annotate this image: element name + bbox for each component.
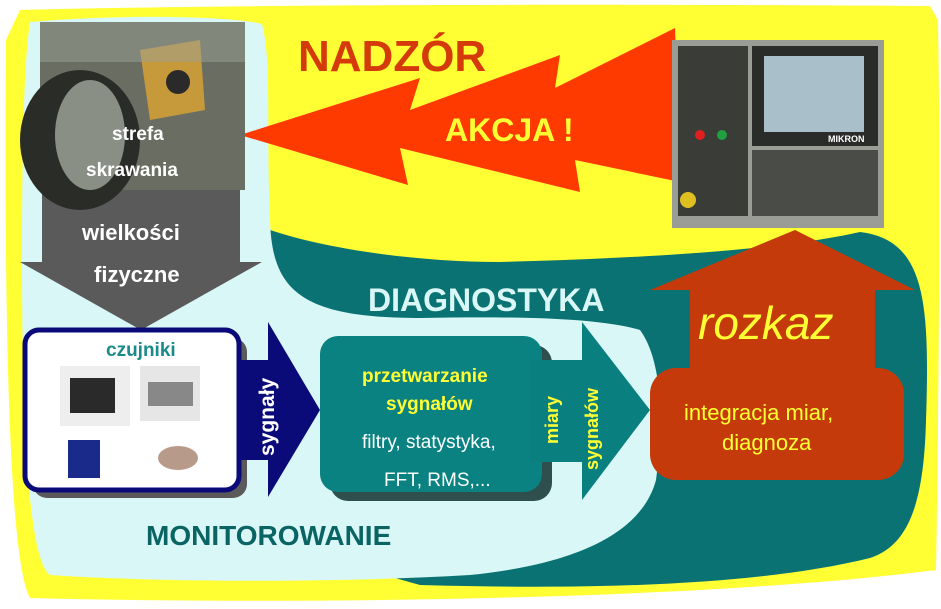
panel-keyboard: [752, 150, 878, 216]
sensor-3-body: [68, 440, 100, 478]
wielkosci-label-line1: wielkości: [82, 220, 180, 245]
panel-screen: [764, 56, 864, 132]
przetwarzanie-label-line2: sygnałów: [386, 394, 473, 415]
processing-box: [320, 336, 542, 492]
integracja-label-line1: integracja miar,: [684, 400, 834, 425]
mikron-logo: MIKRON: [828, 134, 865, 144]
rozkaz-arrow: [650, 230, 915, 400]
miary-label-line2: sygnałów: [582, 387, 602, 470]
panel-red-button: [695, 130, 705, 140]
miary-label-line1: miary: [542, 395, 562, 444]
wielkosci-label-line2: fizyczne: [94, 262, 180, 287]
rozkaz-label: rozkaz: [698, 297, 834, 349]
przetwarzanie-label-line1: przetwarzanie: [362, 366, 488, 387]
strefa-label-line1: strefa: [112, 124, 164, 145]
monitorowanie-title: MONITOROWANIE: [146, 520, 392, 551]
nadzor-title: NADZÓR: [298, 32, 487, 81]
measures-arrow: [530, 322, 650, 500]
diagnostyka-title: DIAGNOSTYKA: [368, 282, 605, 318]
workpiece-highlight: [55, 80, 125, 190]
integracja-label-line2: diagnoza: [722, 430, 812, 455]
physical-quantities-arrow: [20, 188, 262, 330]
sensor-4-body: [158, 446, 198, 470]
strefa-label-line2: skrawania: [86, 160, 178, 181]
panel-yellow-button: [680, 192, 696, 208]
sensor-1-body: [70, 378, 115, 413]
akcja-lightning-arrow: [240, 28, 680, 192]
integration-box: [650, 368, 904, 480]
signals-arrow: [238, 322, 320, 497]
panel-green-button: [717, 130, 727, 140]
fft-label: FFT, RMS,...: [384, 470, 491, 491]
akcja-label: AKCJA !: [445, 112, 574, 148]
sensor-2-body: [148, 382, 193, 406]
sygnaly-label: sygnały: [256, 377, 279, 456]
photo-top: [40, 22, 245, 62]
czujniki-label: czujniki: [106, 340, 176, 361]
filtry-label: filtry, statystyka,: [362, 432, 496, 453]
insert-screw: [166, 70, 190, 94]
panel-left-controls: [678, 46, 748, 216]
